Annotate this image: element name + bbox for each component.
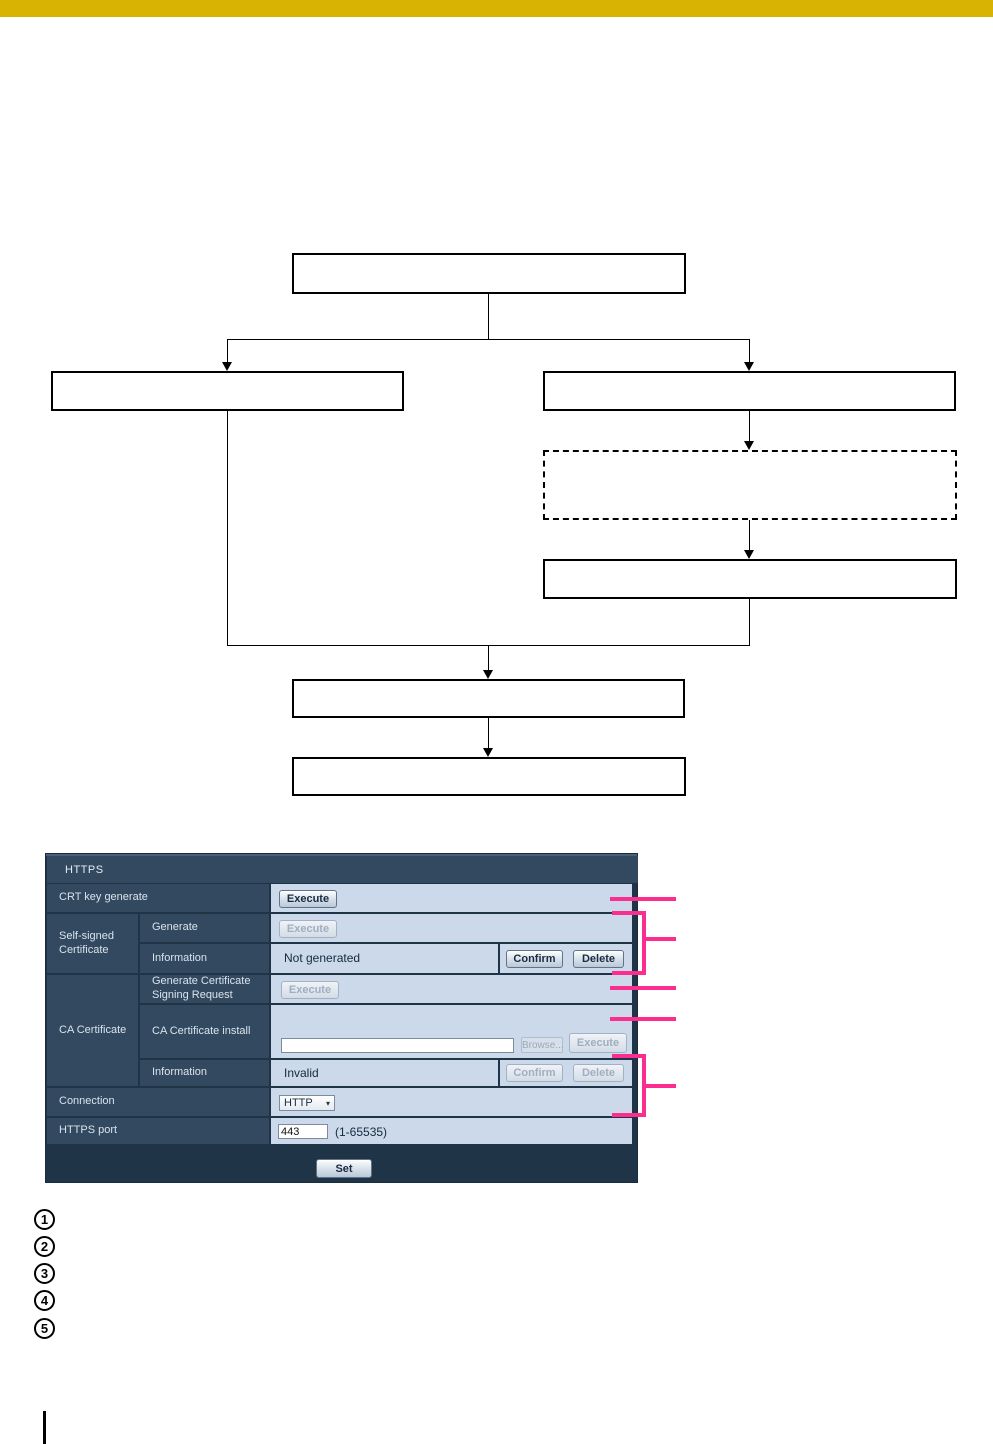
- https-port-input[interactable]: [278, 1124, 328, 1139]
- circled-number-3: 3: [34, 1263, 55, 1284]
- ca-certificate-group-label: CA Certificate: [47, 975, 138, 1086]
- callout-bracket-5-bottom: [612, 1113, 646, 1117]
- flow-arrow: [483, 748, 493, 757]
- ca-information-label: Information: [140, 1060, 269, 1086]
- flow-connector: [488, 645, 489, 671]
- ca-install-execute-button: Execute: [569, 1033, 627, 1053]
- flow-connector: [749, 599, 750, 645]
- callout-bracket-2-bottom: [612, 971, 646, 975]
- ca-csr-label: Generate Certificate Signing Request: [140, 975, 269, 1003]
- self-signed-information-label: Information: [140, 944, 269, 973]
- self-signed-confirm-button[interactable]: Confirm: [506, 950, 563, 968]
- panel-top-highlight: [46, 854, 637, 856]
- https-port-cell: [271, 1118, 632, 1144]
- flow-arrow: [483, 670, 493, 679]
- flow-connector: [749, 520, 750, 551]
- https-port-label: HTTPS port: [47, 1118, 269, 1144]
- crt-key-generate-label: CRT key generate: [47, 884, 269, 912]
- flow-connector: [227, 339, 749, 340]
- flow-box-merge-2: [292, 757, 686, 796]
- https-port-range-hint: (1-65535): [335, 1125, 388, 1139]
- callout-bracket-5-pointer: [646, 1084, 676, 1088]
- flow-connector: [749, 411, 750, 442]
- ca-install-input[interactable]: [281, 1038, 514, 1053]
- self-signed-information-value: Not generated: [284, 951, 361, 965]
- callout-line-4: [610, 1017, 676, 1021]
- connection-label: Connection: [47, 1088, 269, 1116]
- flow-connector: [488, 718, 489, 749]
- callout-bracket-5-top: [612, 1054, 646, 1058]
- flow-box-merge-1: [292, 679, 685, 718]
- circled-number-1: 1: [34, 1209, 55, 1230]
- flow-arrow: [744, 441, 754, 450]
- self-signed-delete-button[interactable]: Delete: [573, 950, 624, 968]
- callout-bracket-5-vertical: [642, 1054, 646, 1117]
- flow-box-right-2: [543, 559, 957, 599]
- flow-connector: [749, 339, 750, 363]
- circled-number-4: 4: [34, 1290, 55, 1311]
- ca-csr-execute-button: Execute: [281, 981, 339, 999]
- callout-line-3: [610, 986, 676, 990]
- flow-connector: [227, 411, 228, 645]
- flow-arrow: [222, 362, 232, 371]
- connection-select-value: HTTP: [284, 1097, 313, 1109]
- browse-button: Browse...: [521, 1037, 564, 1053]
- panel-title: HTTPS: [47, 856, 638, 883]
- callout-line-1: [610, 897, 676, 901]
- footer-divider: [43, 1411, 46, 1444]
- circled-number-2: 2: [34, 1236, 55, 1257]
- flow-box-start: [292, 253, 686, 294]
- self-signed-group-label: Self-signed Certificate: [47, 914, 138, 973]
- chevron-down-icon: ▾: [325, 1098, 330, 1108]
- flow-connector: [227, 339, 228, 363]
- connection-select[interactable]: HTTP ▾: [279, 1095, 335, 1111]
- self-signed-generate-label: Generate: [140, 914, 269, 942]
- ca-information-value-cell: [271, 1060, 498, 1086]
- flow-box-left: [51, 371, 404, 411]
- flow-connector: [488, 294, 489, 339]
- set-button[interactable]: Set: [316, 1159, 372, 1178]
- ca-delete-button: Delete: [573, 1064, 624, 1082]
- callout-bracket-2-top: [612, 911, 646, 915]
- ca-confirm-button: Confirm: [506, 1064, 563, 1082]
- self-signed-information-value-cell: [271, 944, 498, 973]
- callout-bracket-2-vertical: [642, 911, 646, 975]
- flow-arrow: [744, 362, 754, 371]
- flow-arrow: [744, 550, 754, 559]
- page-top-bar: [0, 0, 993, 17]
- ca-information-value: Invalid: [284, 1066, 319, 1080]
- callout-bracket-2-pointer: [646, 937, 676, 941]
- flow-box-optional: [543, 450, 957, 520]
- flow-box-right: [543, 371, 956, 411]
- https-settings-panel: HTTPS CRT key generate Execute Self-sign…: [45, 853, 638, 1183]
- circled-number-5: 5: [34, 1318, 55, 1339]
- self-signed-generate-execute-button: Execute: [279, 920, 337, 938]
- ca-install-label: CA Certificate install: [140, 1005, 269, 1058]
- crt-execute-button[interactable]: Execute: [279, 890, 337, 908]
